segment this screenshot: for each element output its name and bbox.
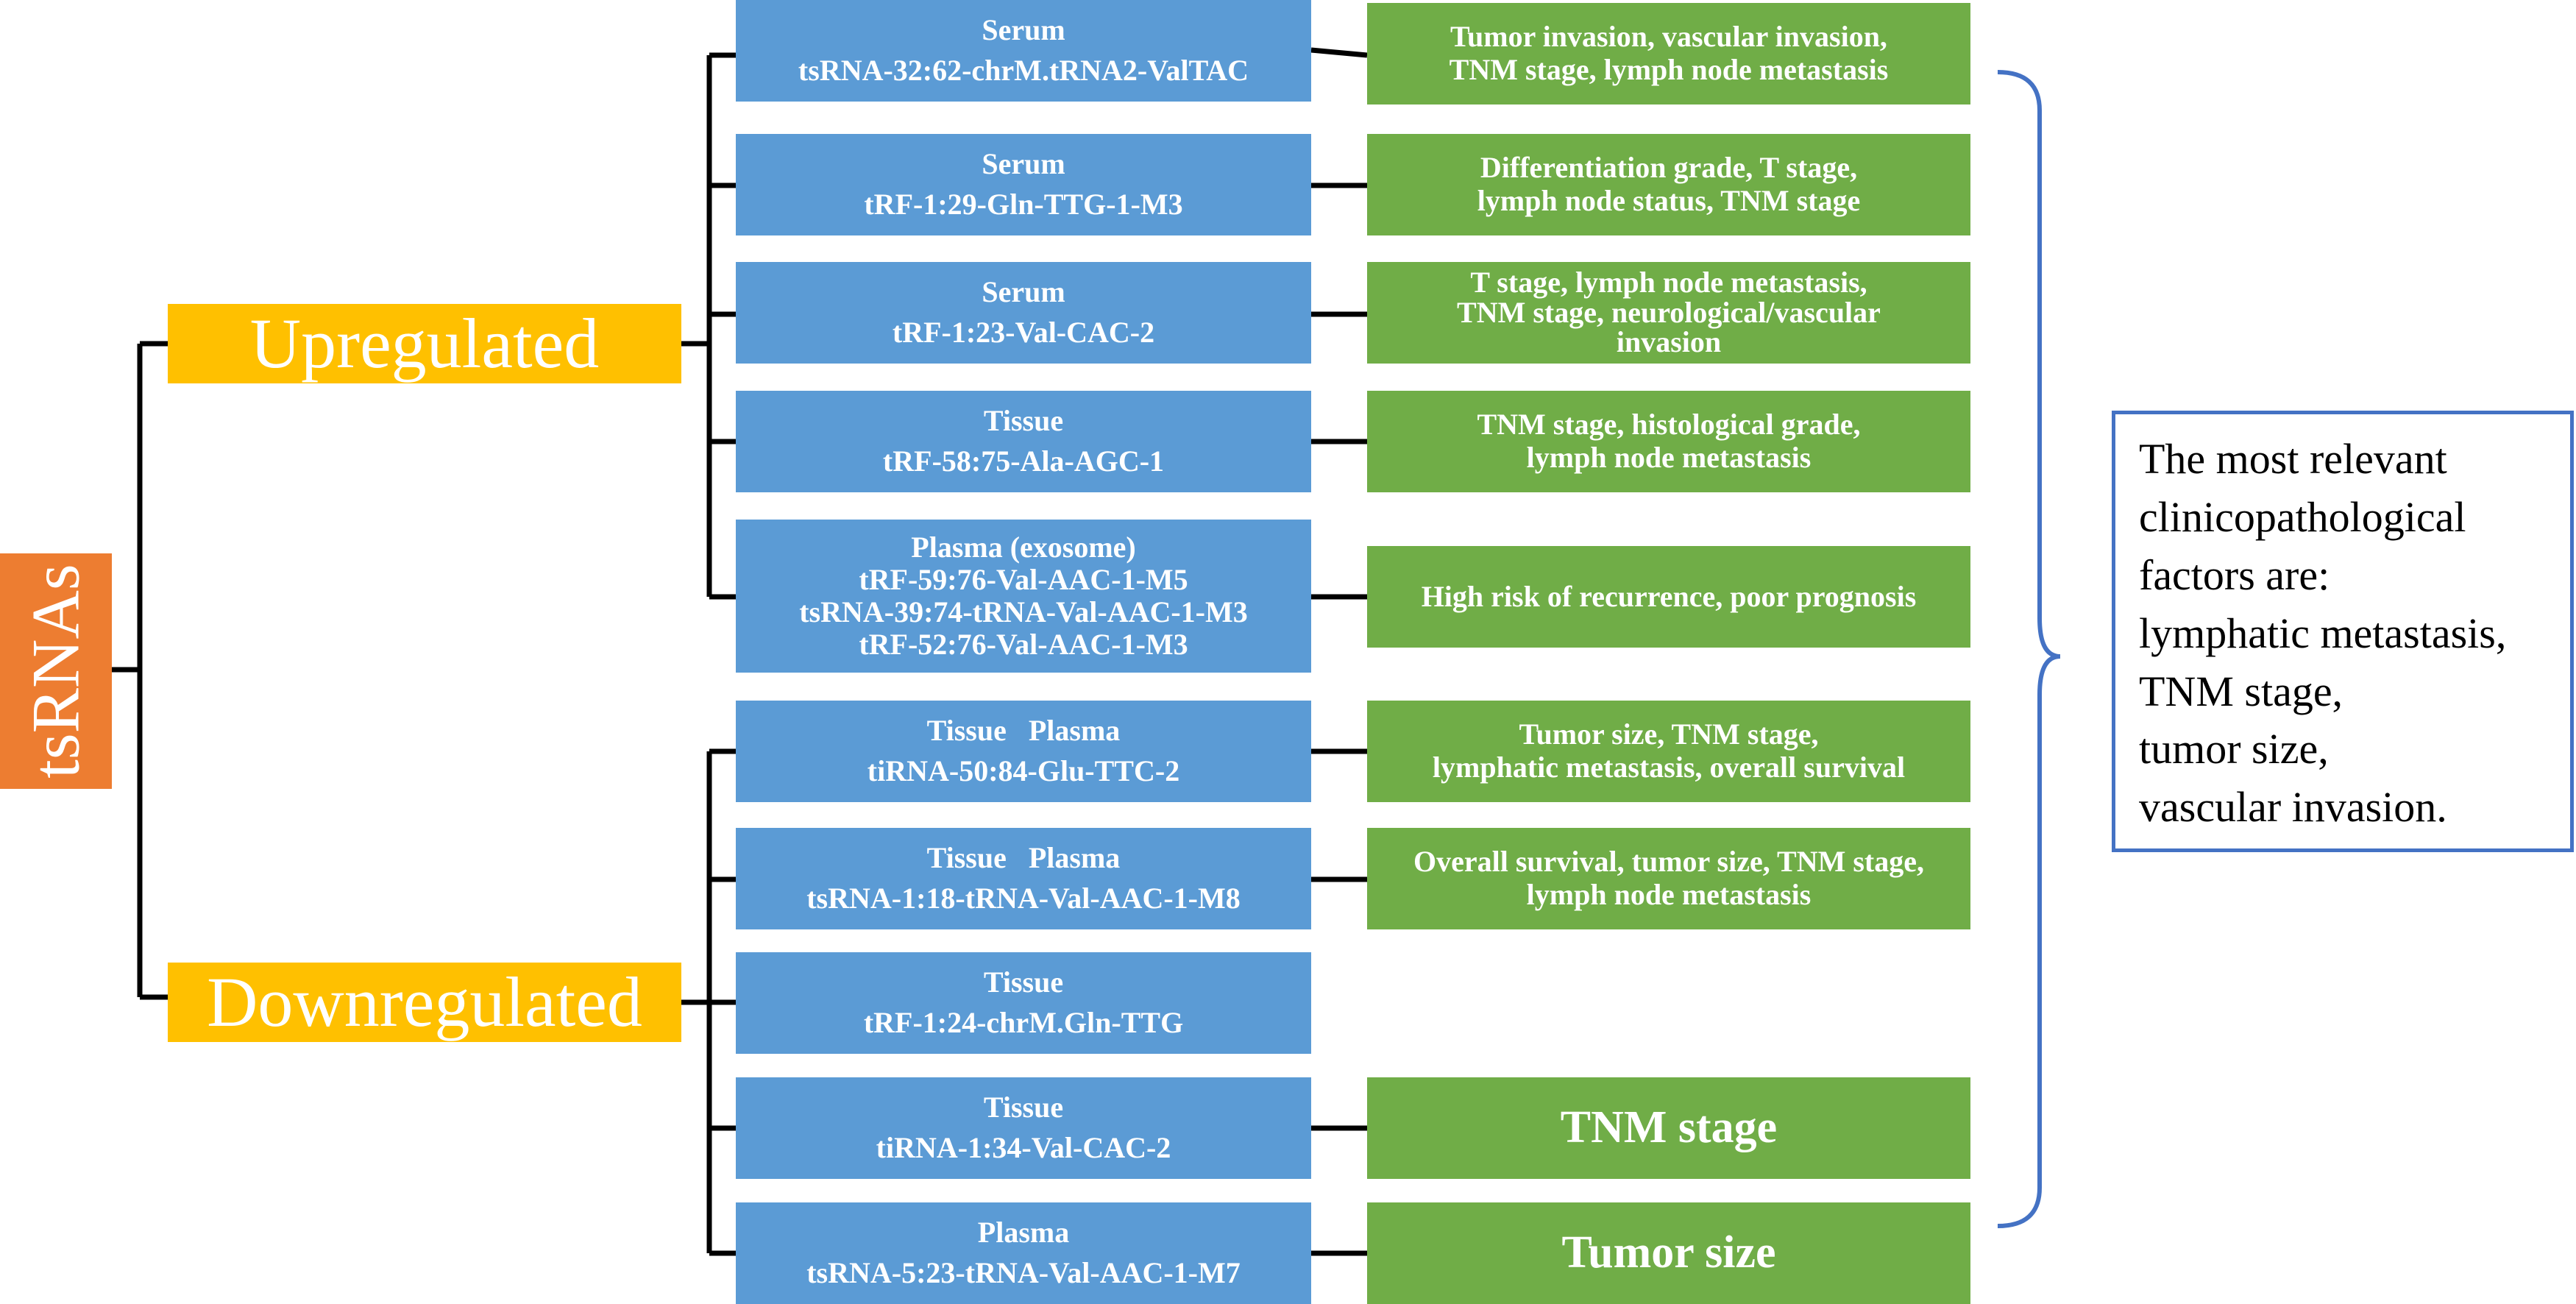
factor-line: Differentiation grade, T stage,	[1480, 151, 1858, 185]
tsrna-name: tiRNA-50:84-Glu-TTC-2	[867, 754, 1180, 787]
category-label: Downregulated	[207, 963, 642, 1041]
tsrna-name: tRF-1:23-Val-CAC-2	[892, 316, 1155, 349]
summary-line: lymphatic metastasis,	[2139, 609, 2507, 657]
summary-line: tumor size,	[2139, 725, 2329, 773]
summary-line: factors are:	[2139, 550, 2330, 599]
tsrna-node: Plasma tsRNA-5:23-tRNA-Val-AAC-1-M7	[736, 1202, 1311, 1304]
factor-line: lymph node metastasis	[1526, 441, 1812, 474]
tsrna-name: tsRNA-32:62-chrM.tRNA2-ValTAC	[798, 54, 1249, 87]
tsrna-name: tRF-1:24-chrM.Gln-TTG	[863, 1006, 1184, 1039]
factor-line: T stage, lymph node metastasis,	[1470, 265, 1867, 299]
root-label: tsRNAs	[18, 564, 94, 779]
tsrna-node: Tissue tiRNA-1:34-Val-CAC-2	[736, 1077, 1311, 1179]
tsrna-source: Tissue	[983, 1091, 1064, 1124]
tsrna-name: tsRNA-39:74-tRNA-Val-AAC-1-M3	[799, 595, 1248, 628]
tsrna-name: tsRNA-1:18-tRNA-Val-AAC-1-M8	[806, 882, 1241, 915]
factor-node: Differentiation grade, T stage, lymph no…	[1367, 134, 1970, 235]
tsrna-node: Serum tsRNA-32:62-chrM.tRNA2-ValTAC	[736, 0, 1311, 102]
factor-node: TNM stage	[1367, 1077, 1970, 1179]
tsrna-name: tsRNA-5:23-tRNA-Val-AAC-1-M7	[806, 1256, 1241, 1289]
tsrna-node: Plasma (exosome) tRF-59:76-Val-AAC-1-M5 …	[736, 520, 1311, 673]
tsrna-source: Tissue	[983, 404, 1064, 438]
factor-node: Tumor invasion, vascular invasion, TNM s…	[1367, 3, 1970, 104]
summary-line: The most relevant	[2139, 435, 2447, 483]
factor-node: High risk of recurrence, poor prognosis	[1367, 546, 1970, 648]
factor-line: High risk of recurrence, poor prognosis	[1421, 579, 1917, 613]
factor-line: Tumor invasion, vascular invasion,	[1450, 20, 1887, 54]
tsrna-node: Tissue Plasma tsRNA-1:18-tRNA-Val-AAC-1-…	[736, 828, 1311, 929]
tsrna-name: tRF-59:76-Val-AAC-1-M5	[859, 563, 1188, 596]
tsrna-source: Tissue Plasma	[926, 841, 1121, 875]
factor-node: Overall survival, tumor size, TNM stage,…	[1367, 828, 1970, 929]
tsrna-node: Tissue tRF-58:75-Ala-AGC-1	[736, 391, 1311, 492]
tsrna-source: Serum	[982, 275, 1065, 309]
tsrna-node: Serum tRF-1:23-Val-CAC-2	[736, 262, 1311, 364]
factor-node: TNM stage, histological grade, lymph nod…	[1367, 391, 1970, 492]
root-node-tsrnas: tsRNAs	[0, 553, 112, 789]
category-downregulated: Downregulated	[168, 963, 681, 1042]
tsrna-name: tRF-52:76-Val-AAC-1-M3	[859, 628, 1188, 661]
factor-line: TNM stage, neurological/vascular	[1457, 295, 1881, 329]
factor-node: Tumor size	[1367, 1202, 1970, 1304]
tsrna-node: Tissue Plasma tiRNA-50:84-Glu-TTC-2	[736, 701, 1311, 802]
factor-node: T stage, lymph node metastasis, TNM stag…	[1367, 262, 1970, 364]
summary-line: TNM stage,	[2139, 667, 2343, 715]
category-label: Upregulated	[249, 304, 600, 383]
factor-line: TNM stage	[1560, 1102, 1778, 1153]
factor-line: lymph node status, TNM stage	[1477, 184, 1861, 217]
tsrna-source: Serum	[982, 147, 1065, 181]
factor-line: Overall survival, tumor size, TNM stage,	[1413, 845, 1924, 879]
summary-bracket	[1997, 70, 2061, 1228]
factor-line: Tumor size, TNM stage,	[1519, 717, 1819, 751]
summary-line: vascular invasion.	[2139, 783, 2447, 832]
factor-line: Tumor size	[1561, 1227, 1776, 1278]
factor-line: lymph node metastasis	[1526, 878, 1812, 911]
summary-line: clinicopathological	[2139, 492, 2466, 541]
tsrna-source: Tissue	[983, 965, 1064, 999]
factor-line: invasion	[1616, 325, 1722, 359]
summary-note: The most relevant clinicopathological fa…	[2112, 411, 2574, 852]
tsrna-source: Plasma	[977, 1216, 1070, 1250]
tsrna-node: Serum tRF-1:29-Gln-TTG-1-M3	[736, 134, 1311, 235]
factor-line: lymphatic metastasis, overall survival	[1432, 751, 1906, 784]
tsrna-node: Tissue tRF-1:24-chrM.Gln-TTG	[736, 952, 1311, 1054]
tsrna-name: tRF-1:29-Gln-TTG-1-M3	[864, 188, 1183, 221]
tsrna-name: tiRNA-1:34-Val-CAC-2	[876, 1131, 1171, 1164]
factor-line: TNM stage, lymph node metastasis	[1449, 53, 1889, 86]
tsrna-source: Tissue Plasma	[926, 714, 1121, 748]
factor-line: TNM stage, histological grade,	[1477, 408, 1861, 442]
factor-node: Tumor size, TNM stage, lymphatic metasta…	[1367, 701, 1970, 802]
tsrna-source: Serum	[982, 13, 1065, 47]
tsrna-source: Plasma (exosome)	[911, 531, 1136, 564]
category-upregulated: Upregulated	[168, 304, 681, 383]
tsrna-name: tRF-58:75-Ala-AGC-1	[882, 444, 1165, 478]
